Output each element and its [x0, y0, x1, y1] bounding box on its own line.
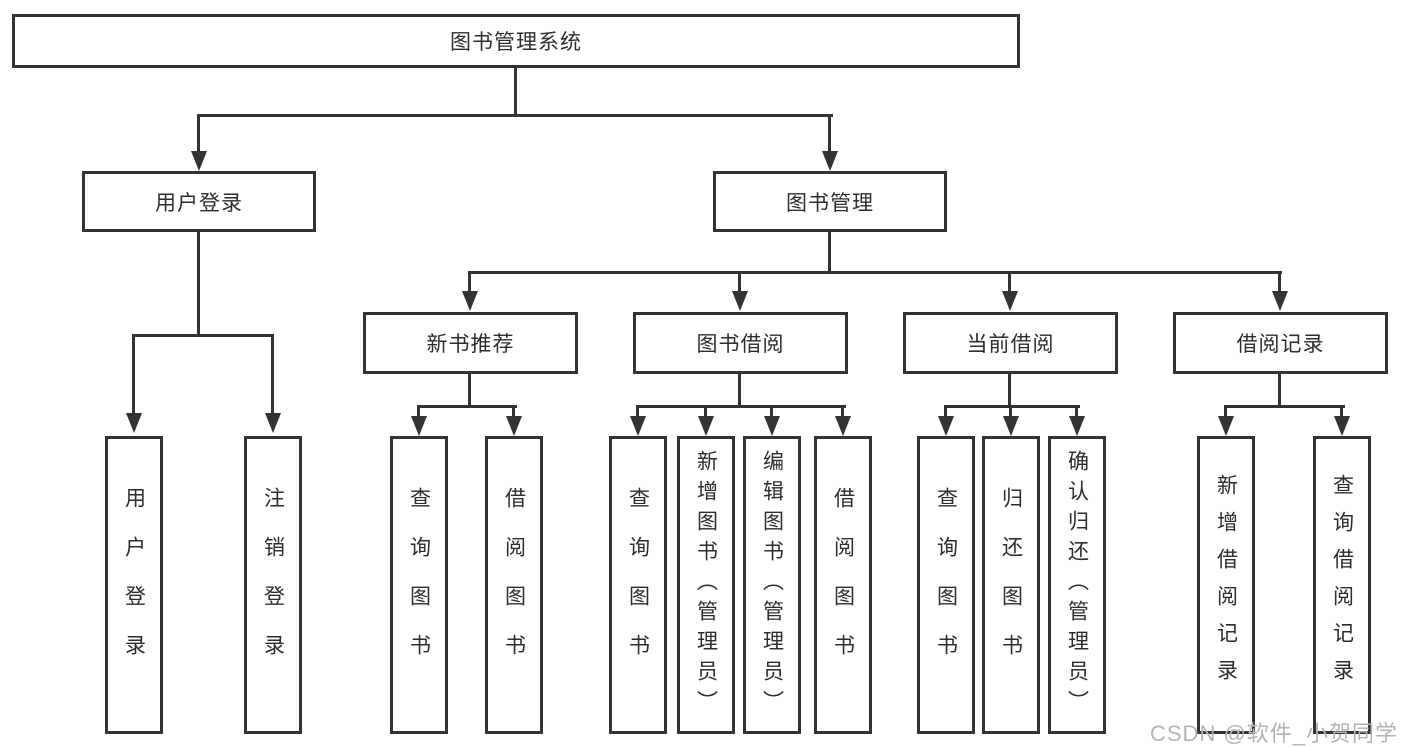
arrow-down-icon: [1272, 291, 1288, 311]
connector-line: [1008, 374, 1011, 407]
leaf-return-book: 归还图书: [982, 436, 1040, 734]
arrow-down-icon: [1069, 416, 1085, 436]
connector-line: [828, 230, 831, 273]
arrow-down-icon: [1218, 416, 1234, 436]
arrow-down-icon: [411, 416, 427, 436]
leaf-query-book-recommend: 查询图书: [390, 436, 448, 734]
connector-line: [1008, 271, 1011, 294]
leaf-label: 查询图书: [407, 487, 431, 683]
leaf-label: 归还图书: [999, 487, 1023, 683]
group-current-borrow: 当前借阅: [903, 312, 1118, 374]
arrow-down-icon: [191, 151, 207, 171]
connector-line: [1278, 374, 1281, 407]
connector-line: [468, 374, 471, 407]
connector-line: [1224, 405, 1345, 408]
group-borrow-records: 借阅记录: [1173, 312, 1388, 374]
group-new-book-recommend-label: 新书推荐: [426, 333, 515, 356]
leaf-label: 查询借阅记录: [1330, 474, 1354, 696]
arrow-down-icon: [1334, 416, 1350, 436]
leaf-label: 确认归还（管理员）: [1065, 450, 1089, 720]
leaf-query-borrow-record: 查询借阅记录: [1313, 436, 1371, 734]
node-user-login-label: 用户登录: [155, 191, 243, 215]
leaf-confirm-return-admin: 确认归还（管理员）: [1048, 436, 1106, 734]
connector-line: [512, 405, 515, 419]
connector-line: [417, 405, 420, 419]
connector-line: [841, 405, 844, 419]
connector-line: [944, 405, 947, 419]
connector-line: [704, 405, 707, 419]
connector-line: [1340, 405, 1343, 419]
leaf-label: 查询图书: [934, 487, 958, 683]
group-book-borrow: 图书借阅: [633, 312, 848, 374]
arrow-down-icon: [265, 413, 281, 433]
leaf-label: 查询图书: [626, 487, 650, 683]
connector-line: [1278, 271, 1281, 294]
connector-line: [1009, 405, 1012, 419]
connector-line: [1075, 405, 1078, 419]
node-root-label: 图书管理系统: [450, 31, 582, 54]
leaf-user-login-label: 用户登录: [122, 487, 146, 683]
connector-line: [514, 66, 517, 116]
connector-line: [132, 334, 135, 414]
connector-line: [132, 334, 274, 337]
connector-line: [738, 271, 741, 294]
connector-line: [1224, 405, 1227, 419]
node-book-management-label: 图书管理: [786, 191, 874, 215]
arrow-down-icon: [698, 416, 714, 436]
node-book-management: 图书管理: [713, 171, 947, 232]
connector-line: [944, 405, 1080, 408]
arrow-down-icon: [630, 416, 646, 436]
node-root: 图书管理系统: [12, 14, 1020, 68]
node-user-login: 用户登录: [82, 171, 316, 232]
connector-line: [828, 114, 831, 153]
arrow-down-icon: [462, 291, 478, 311]
leaf-edit-book-admin: 编辑图书（管理员）: [743, 436, 801, 734]
leaf-logout-label: 注销登录: [261, 487, 285, 683]
connector-line: [738, 374, 741, 407]
leaf-query-book-borrow: 查询图书: [609, 436, 667, 734]
leaf-borrow-book: 借阅图书: [814, 436, 872, 734]
connector-line: [468, 271, 1282, 274]
arrow-down-icon: [1003, 416, 1019, 436]
group-new-book-recommend: 新书推荐: [363, 312, 578, 374]
leaf-add-borrow-record: 新增借阅记录: [1197, 436, 1255, 734]
arrow-down-icon: [506, 416, 522, 436]
leaf-label: 新增图书（管理员）: [694, 450, 718, 720]
leaf-borrow-book-recommend: 借阅图书: [485, 436, 543, 734]
connector-line: [770, 405, 773, 419]
connector-line: [417, 405, 517, 408]
arrow-down-icon: [835, 416, 851, 436]
arrow-down-icon: [126, 413, 142, 433]
arrow-down-icon: [764, 416, 780, 436]
group-current-borrow-label: 当前借阅: [966, 333, 1055, 356]
connector-line: [197, 230, 200, 337]
connector-line: [636, 405, 639, 419]
arrow-down-icon: [938, 416, 954, 436]
arrow-down-icon: [1002, 291, 1018, 311]
arrow-down-icon: [732, 291, 748, 311]
connector-line: [468, 271, 471, 294]
leaf-query-book-current: 查询图书: [917, 436, 975, 734]
arrow-down-icon: [822, 151, 838, 171]
connector-line: [197, 114, 833, 117]
leaf-label: 借阅图书: [502, 487, 526, 683]
connector-line: [271, 334, 274, 414]
group-book-borrow-label: 图书借阅: [696, 333, 785, 356]
connector-line: [636, 405, 846, 408]
leaf-user-login: 用户登录: [105, 436, 163, 734]
leaf-label: 编辑图书（管理员）: [760, 450, 784, 720]
connector-line: [197, 114, 200, 153]
leaf-add-book-admin: 新增图书（管理员）: [677, 436, 735, 734]
watermark: CSDN @软件_小贺同学: [1150, 721, 1399, 746]
group-borrow-records-label: 借阅记录: [1236, 333, 1325, 356]
leaf-label: 新增借阅记录: [1214, 474, 1238, 696]
leaf-label: 借阅图书: [831, 487, 855, 683]
leaf-logout: 注销登录: [244, 436, 302, 734]
